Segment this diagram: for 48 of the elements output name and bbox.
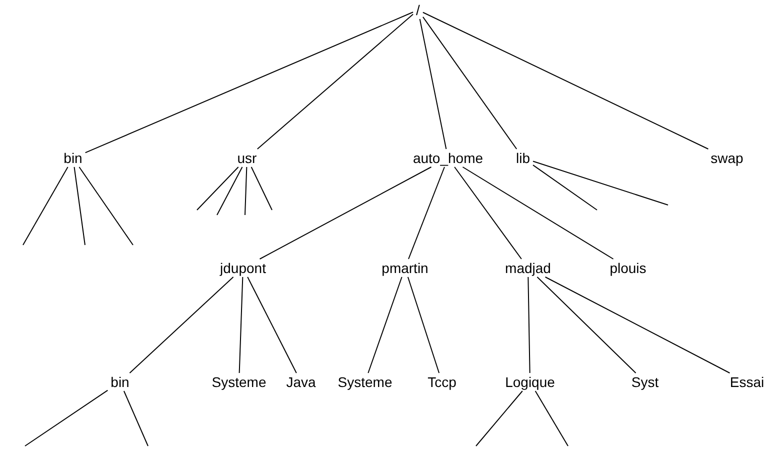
tree-branch-line: [216, 166, 243, 216]
folder-name: Tccp: [426, 374, 458, 390]
tree-branch-line: [196, 166, 239, 210]
tree-branch-line: [238, 276, 244, 374]
tree-branch-line: [244, 166, 248, 216]
tree-branch-line: [532, 160, 668, 206]
tree-branch-line: [74, 166, 86, 246]
folder-name: madjad: [504, 260, 552, 276]
folder-name: auto_home: [412, 150, 484, 166]
folder-name: Systeme: [336, 374, 394, 390]
folder-name: jdupont: [219, 260, 267, 276]
folder-name: Essai: [728, 374, 766, 390]
folder-name: pmartin: [380, 260, 430, 276]
tree-branch-line: [536, 276, 636, 374]
tree-branch-line: [22, 166, 68, 246]
tree-branch-line: [528, 276, 530, 374]
folder-name: swap: [710, 150, 744, 166]
tree-branch-line: [250, 166, 272, 210]
folder-name: lib: [515, 150, 531, 166]
tree-branch-line: [129, 276, 234, 374]
tree-branch-line: [422, 16, 518, 150]
tree-branch-line: [84, 12, 414, 154]
folder-name: Java: [285, 374, 317, 390]
tree-branch-line: [408, 166, 445, 260]
tree-branch-line: [259, 166, 432, 260]
tree-branch-line: [368, 276, 402, 374]
tree-branch-line: [476, 390, 523, 446]
folder-name: Logique: [504, 374, 556, 390]
folder-name: /: [415, 2, 421, 18]
tree-branch-line: [534, 390, 568, 446]
tree-branch-line: [78, 166, 134, 246]
tree-branch-line: [247, 276, 297, 374]
tree-branch-line: [123, 390, 148, 446]
tree-branch-line: [419, 18, 447, 150]
folder-name: plouis: [608, 260, 648, 276]
tree-branch-line: [454, 166, 522, 260]
folder-name: Syst: [630, 374, 660, 390]
folder-name: bin: [110, 374, 130, 390]
tree-branch-line: [422, 12, 709, 150]
folder-name: bin: [62, 150, 84, 166]
folder-name: usr: [236, 150, 258, 166]
tree-branch-line: [24, 390, 108, 446]
tree-branch-line: [544, 276, 730, 374]
folder-name: Systeme: [210, 374, 268, 390]
tree-branch-line: [462, 166, 614, 260]
tree-branch-line: [256, 14, 414, 150]
tree-branch-line: [407, 276, 440, 374]
tree-branch-line: [532, 164, 598, 210]
